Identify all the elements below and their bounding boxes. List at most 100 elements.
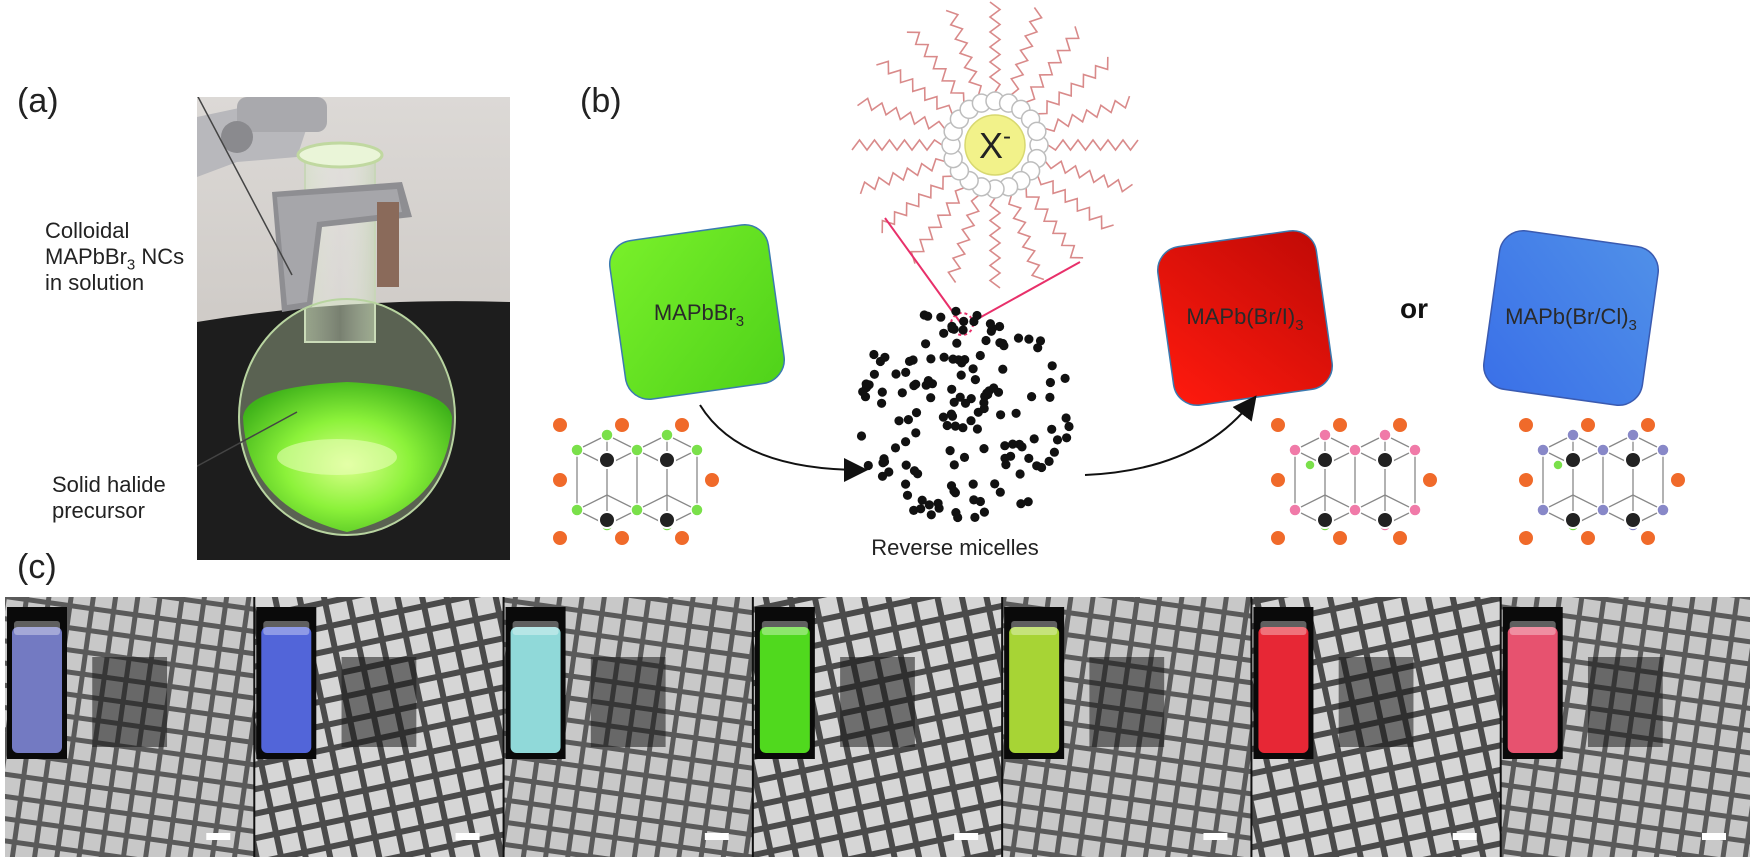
- micelle-dot: [877, 387, 887, 397]
- tem-dark-region: [840, 657, 915, 747]
- vial-cap: [263, 621, 310, 635]
- micelle-dot: [1015, 469, 1025, 479]
- lattice-mapb-br-cl: [1517, 416, 1687, 547]
- halide-ion-core: [964, 114, 1026, 176]
- micelle-dot: [924, 500, 934, 510]
- micelle-dot: [926, 354, 936, 364]
- tem-dark-region: [1587, 657, 1663, 747]
- ligand-tail: [988, 1, 1002, 93]
- micelle-dot: [949, 460, 959, 470]
- micelle-dot: [894, 416, 904, 426]
- micelle-dot: [936, 312, 946, 322]
- panel-label-a: (a): [17, 82, 59, 120]
- vial-solution: [510, 627, 561, 753]
- micelle-dot: [966, 416, 976, 426]
- micelle-dot: [969, 316, 979, 327]
- callout-solid-line2: precursor: [52, 498, 145, 523]
- micelle-dot: [917, 495, 927, 505]
- micelle-dot: [890, 443, 901, 453]
- ligand-tail: [851, 138, 943, 152]
- callout-line-bottom: [197, 411, 298, 468]
- micelle-dot: [947, 384, 957, 394]
- micelle-dot: [952, 338, 962, 348]
- tem-dark-region: [341, 657, 417, 747]
- micelle-dot: [1024, 334, 1034, 344]
- micelle-dot: [869, 349, 879, 360]
- callout-solid-line1: Solid halide: [52, 472, 166, 497]
- micelle-dot: [959, 452, 970, 462]
- vial-cap: [14, 621, 60, 635]
- tem-dark-region: [590, 657, 666, 747]
- micelle-dot: [995, 321, 1005, 332]
- micelle-dot: [911, 408, 922, 418]
- micelle-dot: [999, 341, 1009, 351]
- micelle-dot: [901, 437, 911, 447]
- micelle-dot: [1008, 439, 1018, 449]
- micelle-dot: [1016, 499, 1026, 509]
- tem-dark-region: [1338, 657, 1414, 747]
- ligand-tail: [1010, 7, 1043, 96]
- micelle-dot: [911, 379, 921, 389]
- micelle-dot: [956, 370, 966, 380]
- micelle-dot: [1060, 373, 1070, 383]
- micelle-dot: [970, 512, 980, 523]
- micelle-dot: [939, 328, 949, 338]
- micelle-dot: [959, 316, 969, 326]
- micelle-dot: [950, 421, 961, 431]
- micelle-dot: [1045, 392, 1055, 402]
- micelle-dot: [989, 383, 999, 393]
- ligand-tail: [1044, 160, 1133, 193]
- micelle-dot: [1024, 453, 1034, 463]
- tem-dark-region: [1089, 657, 1165, 747]
- vial-solution: [1009, 627, 1060, 753]
- vial-cap: [1509, 621, 1556, 635]
- flask-photo: [197, 97, 510, 560]
- scale-bar: [455, 833, 480, 840]
- lattice-mapbbr3: [551, 416, 721, 547]
- micelle-dot: [979, 507, 990, 517]
- micelle-dot: [949, 486, 959, 496]
- mapbbr3-box: [609, 224, 785, 400]
- callout-colloidal-line2: MAPbBr3 NCs: [45, 244, 185, 274]
- ligand-tail: [906, 31, 965, 103]
- micelle-dot: [1000, 441, 1010, 451]
- arrow-to-products: [1084, 395, 1257, 476]
- panel-label-b: (b): [580, 82, 622, 120]
- mapbbr3-label: MAPbBr3: [654, 300, 744, 330]
- micelle-dot: [1061, 413, 1071, 423]
- micelle-dot: [901, 367, 911, 377]
- scale-bar: [1452, 833, 1477, 840]
- callout-colloidal-line1: Colloidal: [45, 218, 130, 243]
- scale-bar: [704, 833, 729, 840]
- mapb-br-cl-box: [1483, 230, 1659, 406]
- micelle-dot: [1029, 434, 1039, 444]
- callout-solid-precursor: Solid halide precursor: [52, 472, 166, 524]
- micelle-dot: [1000, 453, 1010, 463]
- micelle-dot: [995, 487, 1005, 497]
- micelle-dot: [1052, 435, 1063, 445]
- lattice-mapb-br-i: [1269, 416, 1439, 547]
- micelle-dot: [921, 339, 931, 349]
- micelle-dot: [911, 428, 921, 438]
- ligand-tail: [1047, 138, 1139, 152]
- vial-solution: [261, 627, 312, 753]
- micelle-dot: [877, 471, 888, 481]
- vial-solution: [759, 627, 810, 753]
- ligand-tail: [857, 97, 946, 130]
- tem-strip: [5, 597, 1750, 857]
- micelle-dot: [879, 454, 889, 464]
- micelle-dot: [856, 431, 867, 441]
- micelle-dot: [985, 319, 996, 329]
- vial-cap: [761, 621, 808, 635]
- micelle-dot: [1045, 377, 1055, 388]
- ligand-tail: [1025, 26, 1080, 103]
- micelle-dot: [981, 335, 991, 346]
- vial-solution: [12, 627, 62, 753]
- ligand-tail: [988, 197, 1002, 289]
- ligand-tail: [881, 175, 953, 234]
- vial-cap: [1011, 621, 1058, 635]
- micelle-dot: [953, 512, 963, 523]
- arrow-to-micelles: [699, 404, 868, 482]
- micelle-dot: [996, 410, 1006, 420]
- ligand-tail: [1045, 95, 1131, 133]
